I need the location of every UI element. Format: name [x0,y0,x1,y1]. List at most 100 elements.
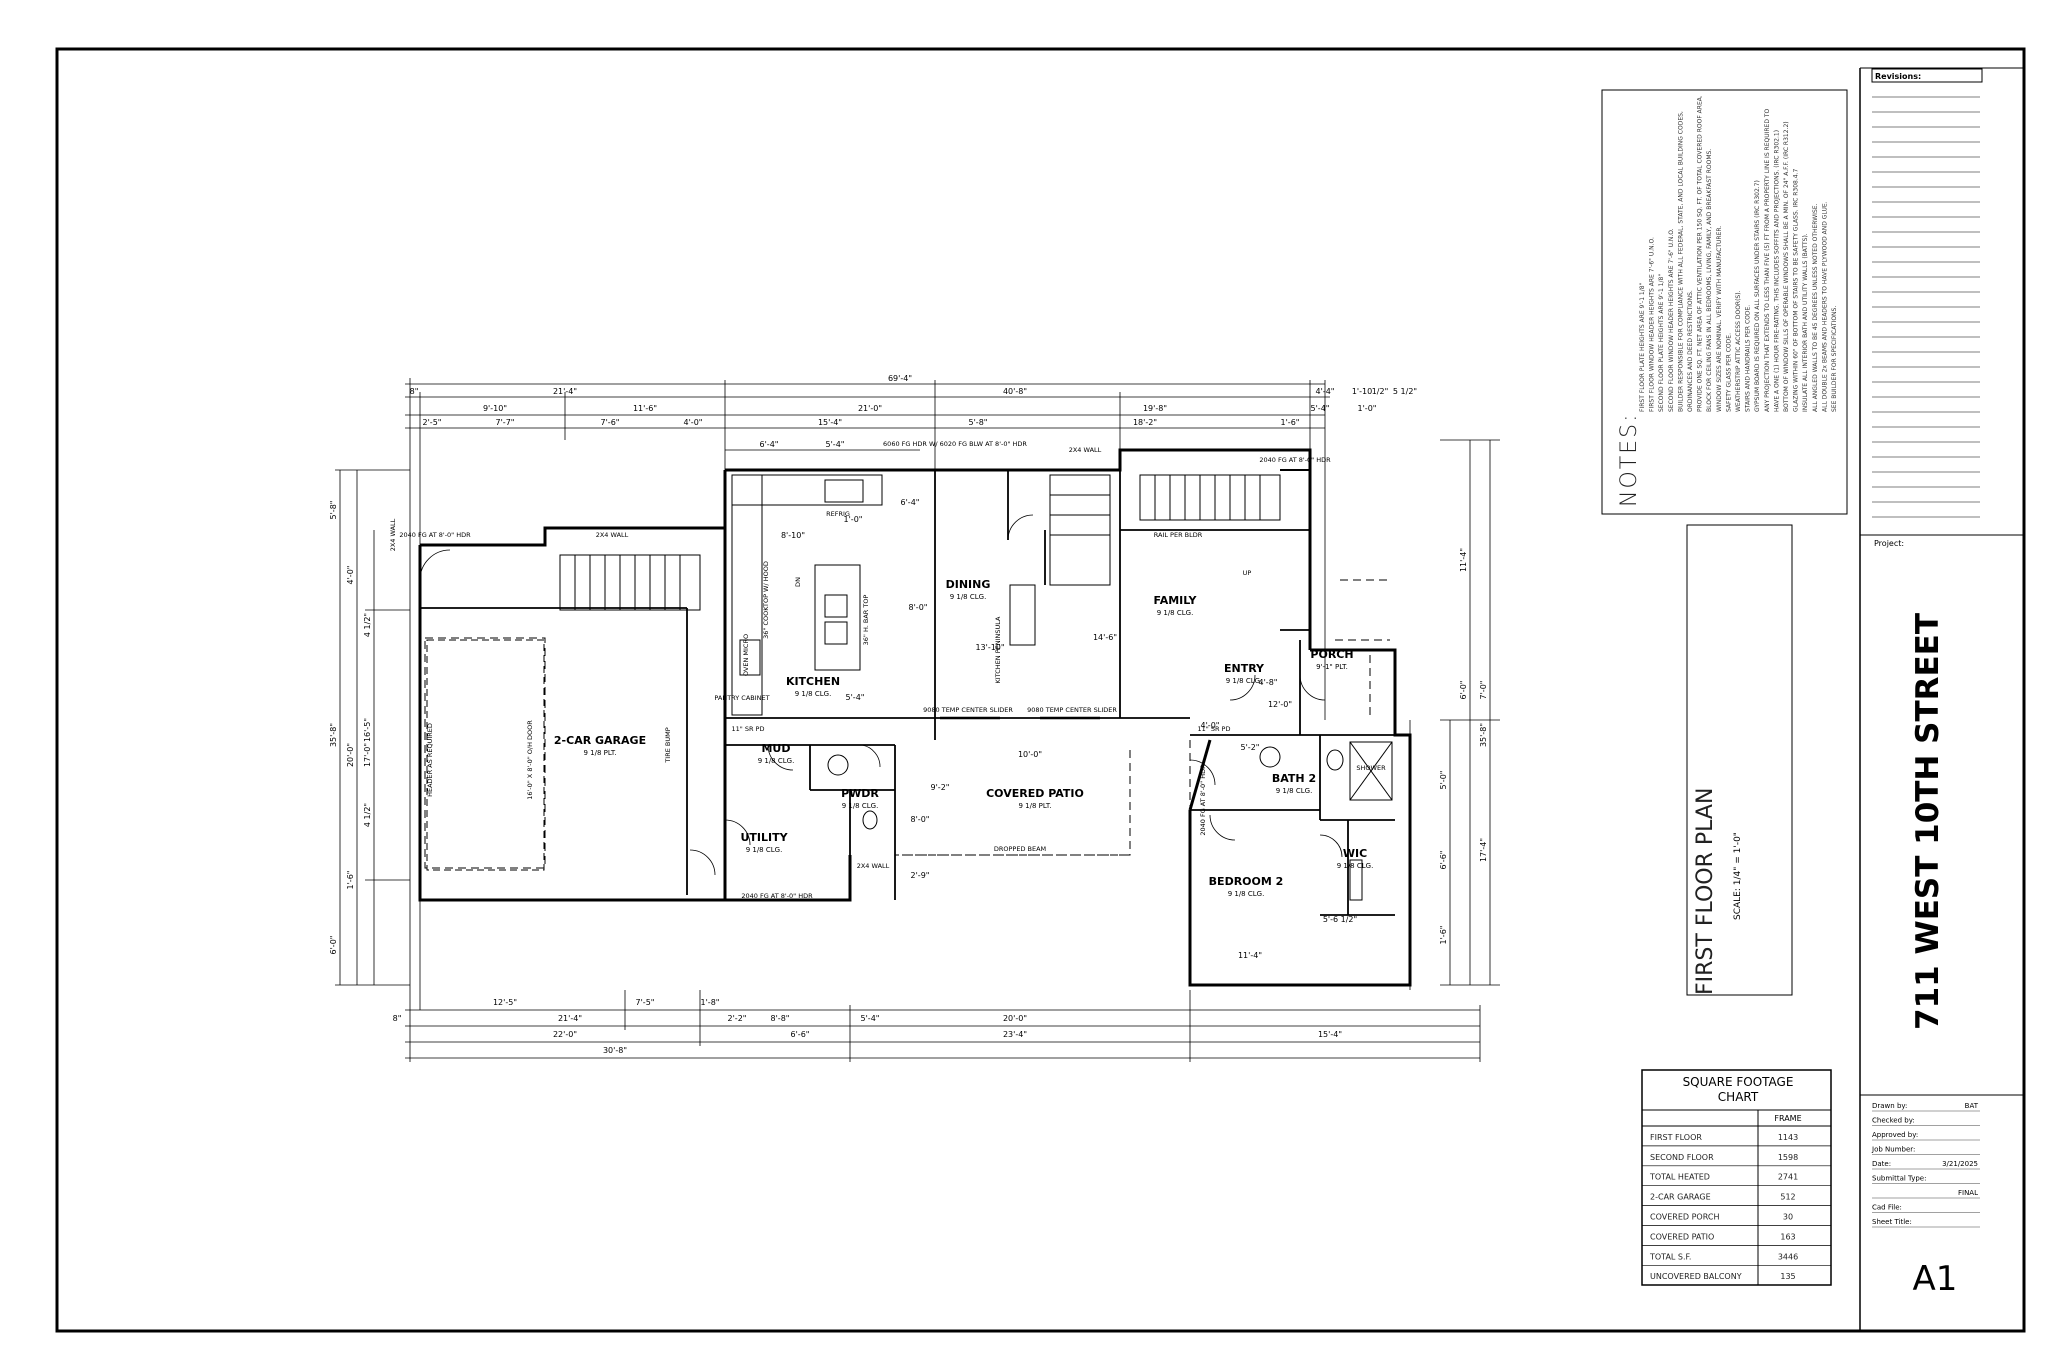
annotation-wall-1: 2X4 WALL [389,518,397,551]
dim-bottom-row3: 23'-4" [1003,1030,1027,1039]
sf-row-label: TOTAL S.F. [1649,1252,1691,1261]
note-item: INSULATE ALL INTERIOR BATH AND UTILITY W… [1802,233,1809,412]
tb-field-value: 3/21/2025 [1942,1160,1978,1168]
annotation-wall-3: 2X4 WALL [1069,446,1102,454]
note-item: SEE BUILDER FOR SPECIFICATIONS. [1831,306,1838,412]
dim-interior: 12'-0" [1268,700,1292,709]
note-item: GLAZING WITHIN 60" OF BOTTOM OF STAIRS T… [1793,169,1800,412]
exterior-walls [418,448,1412,987]
dim-interior: 10'-0" [1018,750,1042,759]
room-family-name: FAMILY [1153,594,1197,607]
room-kitchen-name: KITCHEN [786,675,840,688]
annotation-window-a: 2040 FG AT 8'-0" HDR [399,531,471,539]
dim-top-row1: 5 1/2" [1393,387,1417,396]
room-mud-name: MUD [761,742,790,755]
sf-row-value: 30 [1783,1213,1793,1222]
plan-title-panel: FIRST FLOOR PLAN SCALE: 1/4" = 1'-0" [1686,524,1793,996]
dim-left: 20'-0" [346,743,355,767]
note-item: WINDOW SIZES ARE NOMINAL. VERIFY WITH MA… [1716,226,1723,412]
dim-interior: 1'-0" [844,515,863,524]
note-item: BUILDER RESPONSIBLE FOR COMPLIANCE WITH … [1677,111,1684,412]
annotation-bar: 36" H. BAR TOP [862,595,870,646]
dim-top-row3: 2'-5" [423,418,442,427]
dim-bottom-row2: 21'-4" [558,1014,582,1023]
note-item: FIRST FLOOR PLATE HEIGHTS ARE 9'-1 1/8" [1639,282,1646,412]
note-item: ORDINANCES AND DEED RESTRICTIONS. [1687,290,1694,412]
annotation-window-b: 2040 FG AT 8'-0" HDR [741,892,813,900]
dim-interior: 8'-0" [909,603,928,612]
tb-field-label: Drawn by: [1872,1102,1907,1110]
dim-interior: 5'-6 1/2" [1323,915,1357,924]
dim-right: 35'-8" [1479,723,1488,747]
dim-bottom-row3: 15'-4" [1318,1030,1342,1039]
sf-row-value: 512 [1780,1193,1795,1202]
room-utility-name: UTILITY [740,831,788,844]
dim-top-row2: 21'-0" [858,404,882,413]
dim-left: 6'-0" [329,936,338,955]
garage-door [426,639,545,871]
room-bath2-height: 9 1/8 CLG. [1276,787,1313,795]
dim-left: 16'-5" [363,718,372,742]
sf-row-value: 1598 [1778,1153,1798,1162]
dim-interior: 9'-2" [931,783,950,792]
sf-row-label: 2-CAR GARAGE [1650,1193,1711,1202]
dim-interior: 5'-4" [846,693,865,702]
room-bed2-name: BEDROOM 2 [1209,875,1284,888]
room-utility-height: 9 1/8 CLG. [746,846,783,854]
room-patio-name: COVERED PATIO [986,787,1084,800]
annotation-wall-4: 2X4 WALL [857,862,890,870]
tb-field-label: Date: [1872,1160,1891,1168]
sf-title-2: CHART [1718,1090,1759,1104]
sf-row-value: 2741 [1778,1173,1798,1182]
room-dining-name: DINING [946,578,991,591]
sf-row-label: COVERED PORCH [1650,1213,1719,1222]
dim-interior: 14'-6" [1093,633,1117,642]
dim-left: 4 1/2" [363,613,372,637]
dim-top-row4: 6'-4" [760,440,779,449]
dim-top-row3: 7'-6" [601,418,620,427]
dim-interior: 11'-4" [1238,951,1262,960]
room-wic-name: WIC [1343,847,1367,860]
room-wic-height: 9 1/8 CLG. [1337,862,1374,870]
interior-walls [420,470,1395,916]
sf-row-value: 3446 [1778,1252,1798,1261]
dim-top-row1: 8" [410,387,419,396]
dim-bottom-row1: 7'-5" [636,998,655,1007]
dim-top-row1: 1'-10 [1352,387,1372,396]
sf-row-label: COVERED PATIO [1650,1232,1714,1241]
note-item: PROVIDE ONE SQ. FT. NET AREA OF ATTIC VE… [1697,95,1704,412]
floor-plan [335,378,1500,1062]
tb-field-value: BAT [1965,1102,1979,1110]
dim-interior: 2'-9" [911,871,930,880]
stairs-garage [559,554,701,611]
dim-bottom-row3: 22'-0" [553,1030,577,1039]
annotation-peninsula: KITCHEN PENINSULA [994,616,1002,684]
room-pwdr-name: PWDR [841,787,879,800]
dim-top-row1: 1/2" [1372,387,1389,396]
room-bed2-height: 9 1/8 CLG. [1228,890,1265,898]
room-garage-height: 9 1/8 PLT. [584,749,617,757]
tb-field-label: Job Number: [1871,1146,1915,1154]
notes-list: FIRST FLOOR PLATE HEIGHTS ARE 9'-1 1/8"F… [1639,95,1838,412]
note-item: ALL ANGLED WALLS TO BE 45 DEGREES UNLESS… [1812,203,1819,412]
annotation-header-req: HEADER AS REQUIRED [426,723,434,797]
project-name: 711 WEST 10TH STREET [1910,613,1946,1030]
annotation-sr-pd-1: 11" SR PD [732,725,765,733]
sf-row-value: 135 [1780,1272,1795,1281]
note-item: ANY PROJECTION THAT EXTENDS TO LESS THAN… [1764,108,1771,412]
dim-right: 1'-6" [1439,926,1448,945]
notes-panel: NOTES: FIRST FLOOR PLATE HEIGHTS ARE 9'-… [1601,89,1848,515]
plan-title: FIRST FLOOR PLAN [1693,788,1718,995]
dim-left: 35'-8" [329,723,338,747]
sf-title-1: SQUARE FOOTAGE [1683,1075,1794,1089]
annotation-dn: DN [794,577,802,587]
room-dining-height: 9 1/8 CLG. [950,593,987,601]
room-garage-name: 2-CAR GARAGE [554,734,646,747]
dim-top-row3: 1'-6" [1281,418,1300,427]
room-mud-height: 9 1/8 CLG. [758,757,795,765]
dim-top-row1: 4'-4" [1316,387,1335,396]
dim-top-row1: 21'-4" [553,387,577,396]
tb-field-label: Checked by: [1872,1117,1915,1125]
